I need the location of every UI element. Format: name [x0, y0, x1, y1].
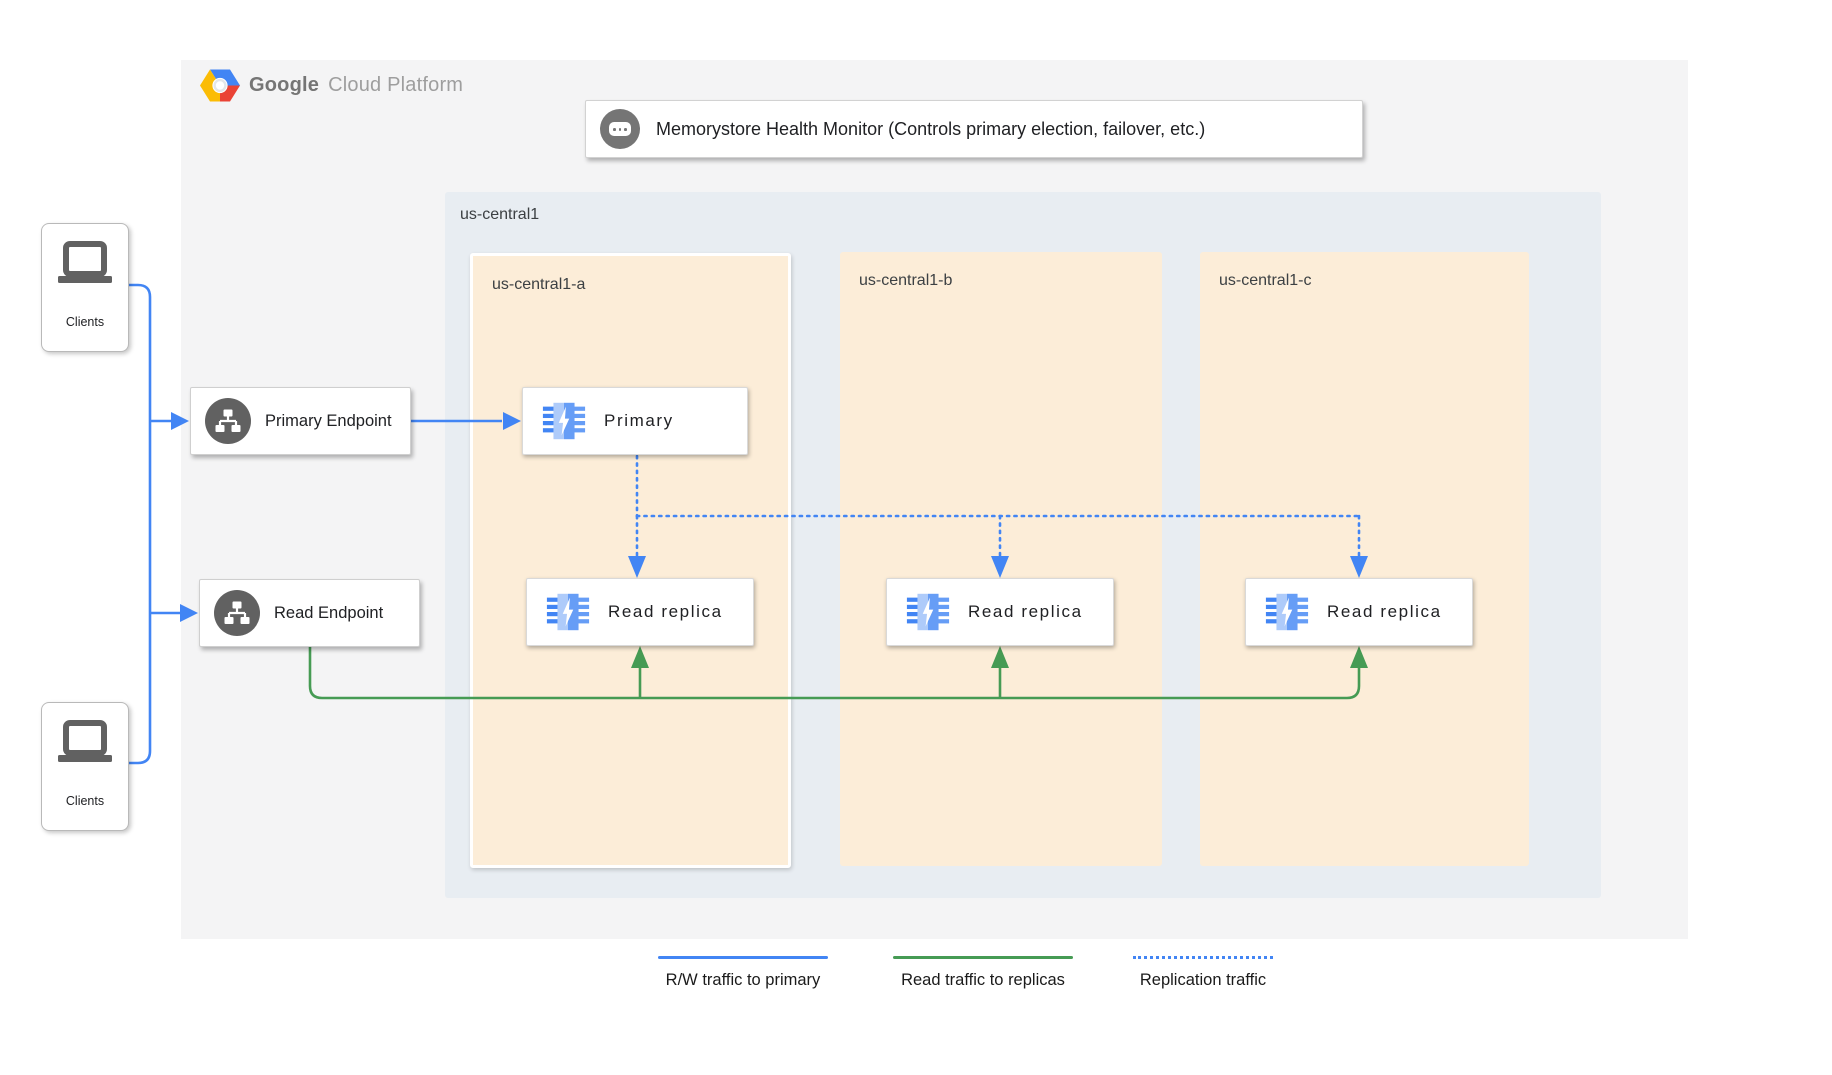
read-replica-c-label: Read replica: [1327, 602, 1442, 621]
clients-bottom-label: Clients: [65, 794, 105, 808]
clients-bottom-box: Clients: [41, 702, 129, 831]
legend-swatch-blue-solid: [658, 956, 828, 959]
network-endpoint-icon: [214, 590, 260, 636]
memorystore-chip-icon: [546, 593, 590, 631]
gcp-hexagon-logo: [200, 69, 240, 102]
health-monitor-label: Memorystore Health Monitor (Controls pri…: [656, 118, 1206, 139]
memorystore-monitor-icon: [600, 109, 640, 149]
read-replica-b-label: Read replica: [968, 602, 1083, 621]
clients-top-label: Clients: [65, 315, 105, 329]
brand-cloud-platform: Cloud Platform: [328, 74, 464, 96]
primary-node-label: Primary: [604, 411, 674, 430]
legend-label: R/W traffic to primary: [665, 971, 821, 989]
clients-top-box: Clients: [41, 223, 129, 352]
legend-label: Read traffic to replicas: [901, 971, 1065, 989]
legend-label: Replication traffic: [1139, 971, 1267, 989]
read-endpoint-label: Read Endpoint: [274, 603, 384, 622]
legend-swatch-green-solid: [893, 956, 1073, 959]
read-endpoint-box: Read Endpoint: [199, 579, 420, 647]
zone-b-label: us-central1-b: [859, 272, 953, 289]
region-label: us-central1: [460, 206, 540, 223]
legend-item-rw-traffic: R/W traffic to primary: [658, 956, 828, 990]
zone-c-label: us-central1-c: [1219, 272, 1312, 289]
primary-endpoint-label: Primary Endpoint: [265, 411, 392, 430]
primary-node-box: Primary: [522, 387, 748, 455]
legend-item-replication-traffic: Replication traffic: [1133, 956, 1273, 990]
read-replica-a-box: Read replica: [526, 578, 754, 646]
legend-swatch-blue-dotted: [1133, 956, 1273, 959]
memorystore-chip-icon: [1265, 593, 1309, 631]
laptop-icon: [58, 241, 112, 283]
health-monitor-box: Memorystore Health Monitor (Controls pri…: [585, 100, 1363, 158]
zone-a-label: us-central1-a: [492, 276, 586, 293]
laptop-icon: [58, 720, 112, 762]
legend-item-read-traffic: Read traffic to replicas: [893, 956, 1073, 990]
gcp-brand: Google Cloud Platform: [200, 68, 463, 103]
network-endpoint-icon: [205, 398, 251, 444]
primary-endpoint-box: Primary Endpoint: [190, 387, 411, 455]
zone-us-central1-c: us-central1-c: [1200, 252, 1529, 866]
legend: R/W traffic to primary Read traffic to r…: [0, 948, 1832, 1018]
client-traffic-line: [129, 283, 152, 765]
memorystore-chip-icon: [542, 402, 586, 440]
read-replica-c-box: Read replica: [1245, 578, 1473, 646]
read-replica-b-box: Read replica: [886, 578, 1114, 646]
memorystore-chip-icon: [906, 593, 950, 631]
zone-us-central1-b: us-central1-b: [840, 252, 1162, 866]
brand-google: Google: [249, 74, 320, 96]
zone-us-central1-a: us-central1-a: [470, 253, 791, 868]
read-replica-a-label: Read replica: [608, 602, 723, 621]
